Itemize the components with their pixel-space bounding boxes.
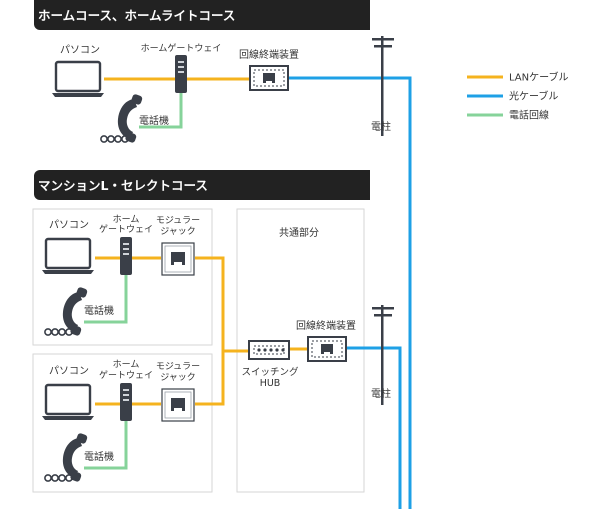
laptop-icon [40,237,96,276]
unit1-gateway: ホーム ゲートウェイ [99,214,153,275]
mansion-ont: 回線終端装置 [296,319,356,362]
home-pole: 電柱 [371,36,394,136]
home-gateway-label: ホームゲートウェイ [141,42,222,54]
legend-optical-label: 光ケーブル [509,90,558,103]
unit1-jack: モジュラー ジャック [156,215,200,276]
legend-phone-label: 電話回線 [509,109,549,122]
unit2-gateway-label-1: ホーム [113,359,140,370]
home-ont: 回線終端装置 [239,48,299,91]
modular-jack-icon [161,242,195,276]
home-pc-label: パソコン [60,44,100,56]
common-title: 共通部分 [279,226,319,239]
mansion-pole-label: 電柱 [371,387,391,400]
unit1-pc: パソコン [40,219,96,276]
mansion-course-title: マンションL・セレクトコース [38,178,208,193]
unit1-phone: 電話機 [44,286,114,337]
unit2-pc-label: パソコン [49,365,89,377]
gateway-icon [120,383,132,421]
laptop-icon [50,60,106,99]
home-cables [104,76,412,509]
unit2-gateway-label-2: ゲートウェイ [99,369,153,381]
unit2-phone: 電話機 [44,432,114,483]
ont-icon [307,336,347,362]
gateway-icon [120,237,132,275]
unit1-jack-label-2: ジャック [160,226,196,237]
unit2-gateway: ホーム ゲートウェイ [99,359,153,421]
mansion-course-banner: マンションL・セレクトコース [34,170,370,200]
modular-jack-icon [161,388,195,422]
legend-lan-label: LANケーブル [509,71,569,84]
switching-hub: スイッチング HUB [241,340,299,389]
mansion-pole: 電柱 [371,305,394,405]
home-ont-label: 回線終端装置 [239,48,299,61]
ont-icon [249,65,289,91]
gateway-icon [175,55,187,93]
switching-hub-label-1: スイッチング [241,366,299,378]
mansion-cables [84,256,402,509]
home-pc: パソコン [50,44,106,99]
switching-hub-label-2: HUB [260,378,281,389]
utility-pole-icon [372,36,394,136]
unit1-jack-label-1: モジュラー [156,215,200,226]
unit2-jack-label-1: モジュラー [156,361,200,372]
home-phone-label: 電話機 [139,114,169,127]
unit2-jack-label-2: ジャック [160,372,196,383]
home-gateway: ホームゲートウェイ [141,42,222,93]
unit2-phone-label: 電話機 [84,450,114,463]
home-course-title: ホームコース、ホームライトコース [38,8,235,23]
unit1-phone-label: 電話機 [84,304,114,317]
laptop-icon [40,383,96,422]
phone-cord-icon [100,135,129,143]
legend: LANケーブル 光ケーブル 電話回線 [467,71,569,122]
home-phone: 電話機 [100,93,169,144]
unit2-jack: モジュラー ジャック [156,361,200,422]
mansion-ont-label: 回線終端装置 [296,319,356,332]
home-pole-label: 電柱 [371,120,391,133]
home-course-banner: ホームコース、ホームライトコース [34,0,370,30]
unit2-pc: パソコン [40,365,96,422]
unit1-gateway-label-1: ホーム [113,214,140,225]
unit1-gateway-label-2: ゲートウェイ [99,223,153,235]
unit1-pc-label: パソコン [49,219,89,231]
